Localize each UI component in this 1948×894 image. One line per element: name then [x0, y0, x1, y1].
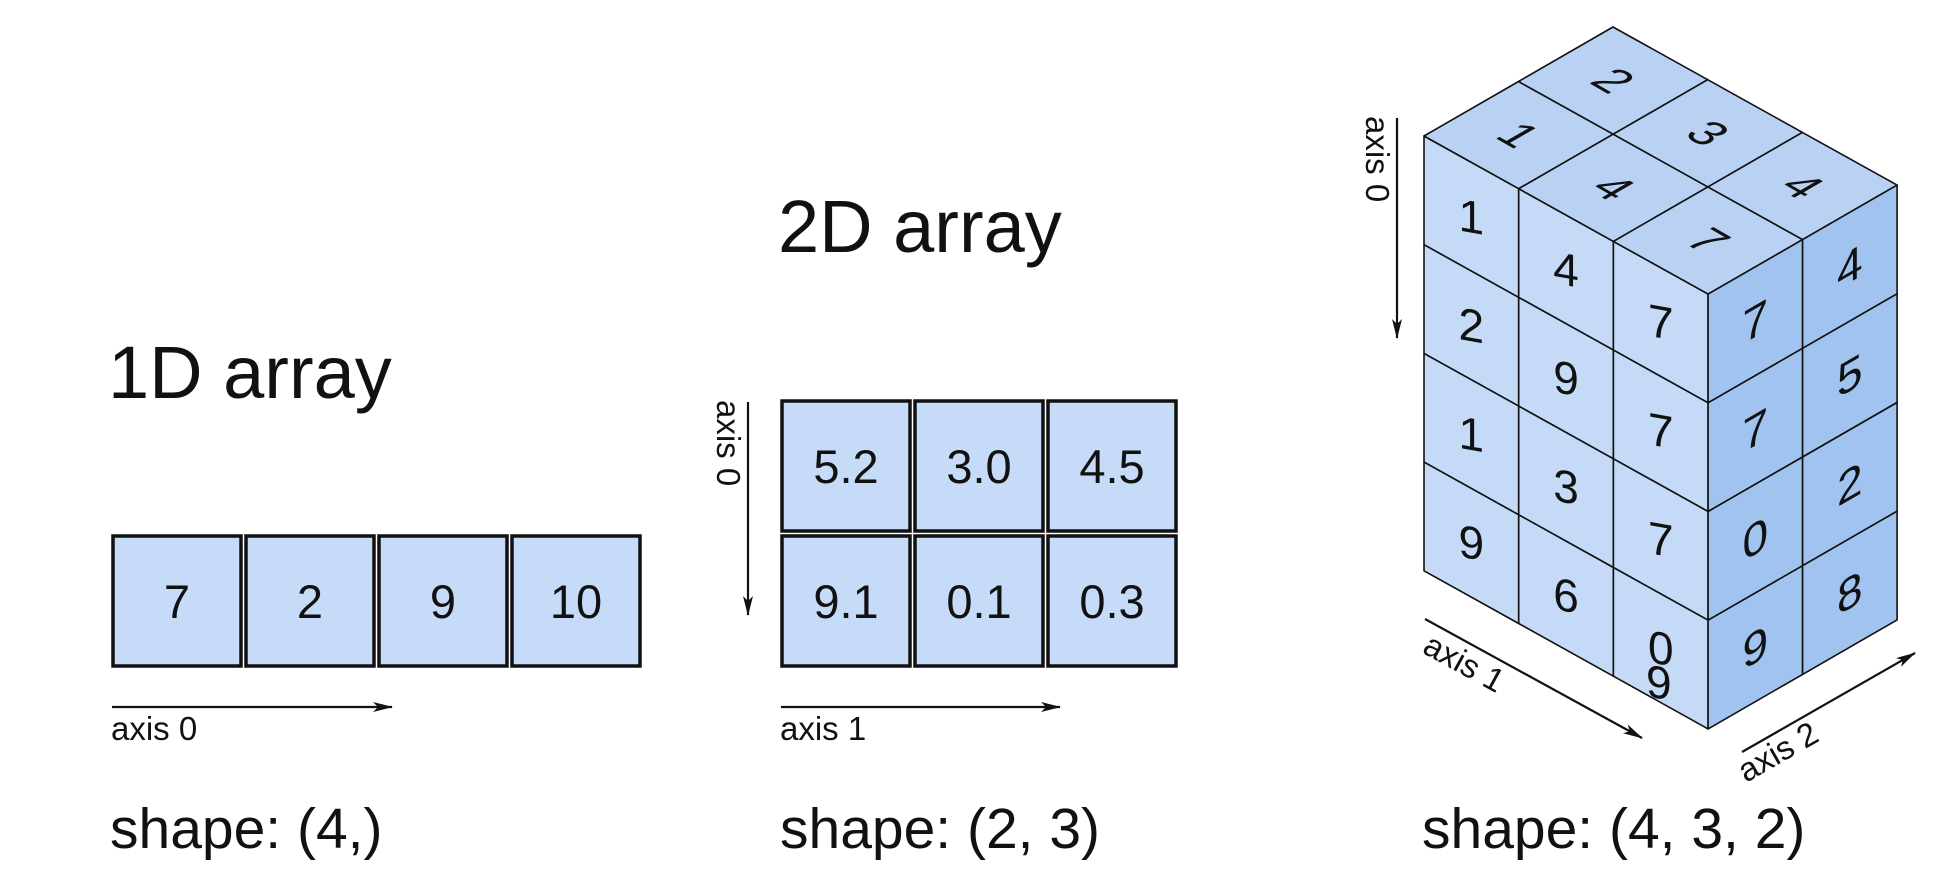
array-2d-title: 2D array: [778, 185, 1062, 268]
front-face-value: 6: [1553, 567, 1579, 623]
array-3d-axis2-label: axis 2: [1731, 714, 1824, 789]
front-face-value: 0: [1648, 620, 1674, 676]
array-1d-cell: [510, 534, 642, 668]
front-face-value: 9: [1553, 350, 1579, 406]
array-1d-cells: 7 2 9 10: [111, 534, 642, 668]
array-3d-shape-label: shape: (4, 3, 2): [1422, 797, 1805, 861]
array-2d-cell: [780, 399, 912, 533]
side-face-cell: [1801, 510, 1898, 676]
front-face-value: 2: [1459, 297, 1485, 353]
array-1d-panel: 1D array 7 2 9 10 axis 0 shape: (4,): [108, 331, 642, 861]
array-2d-cell-value: 5.2: [813, 440, 878, 493]
array-2d-cell-value: 3.0: [946, 440, 1011, 493]
front-face-value: 1: [1459, 406, 1485, 462]
array-2d-cell-value: 4.5: [1079, 440, 1144, 493]
front-face-value: 9: [1459, 515, 1485, 571]
array-1d-cell: [111, 534, 243, 668]
array-1d-title: 1D array: [108, 331, 392, 414]
array-2d-cell: [913, 399, 1045, 533]
array-2d-cell: [1046, 399, 1178, 533]
array-2d-cell: [780, 534, 912, 668]
array-1d-axis0-label: axis 0: [111, 710, 197, 747]
array-1d-cell: [377, 534, 509, 668]
array-3d-axis0-label: axis 0: [1359, 116, 1396, 202]
front-face-value: 1: [1459, 189, 1485, 245]
array-3d-axis1-label: axis 1: [1418, 626, 1511, 700]
front-face-value: 7: [1648, 403, 1674, 459]
array-2d-cell-value: 0.3: [1079, 575, 1144, 628]
front-face-value: 3: [1553, 459, 1579, 515]
front-face-value: 7: [1648, 294, 1674, 350]
array-1d-shape-label: shape: (4,): [110, 797, 382, 861]
front-face-value: 7: [1648, 511, 1674, 567]
array-2d-axis1-label: axis 1: [780, 710, 866, 747]
array-1d-cell: [244, 534, 376, 668]
array-2d-panel: 2D array axis 0 5.2 3.0 4.5 9.1 0.1 0.3 axis …: [710, 185, 1178, 861]
array-2d-cell: [913, 534, 1045, 668]
array-2d-cell-value: 9.1: [813, 575, 878, 628]
front-face-value: 9: [1646, 654, 1672, 710]
front-face-value: 4: [1553, 241, 1579, 297]
array-2d-cells: 5.2 3.0 4.5 9.1 0.1 0.3: [780, 399, 1178, 668]
array-3d-axis1-arrow: [1424, 618, 1643, 739]
array-3d-axis2-arrow: [1741, 652, 1916, 753]
array-1d-cell-value: 7: [164, 575, 190, 628]
array-1d-cell-value: 9: [430, 575, 456, 628]
array-2d-cell: [1046, 534, 1178, 668]
array-2d-axis0-label: axis 0: [710, 400, 747, 486]
array-1d-cell-value: 2: [297, 575, 323, 628]
array-2d-cell-value: 0.1: [946, 575, 1011, 628]
array-2d-shape-label: shape: (2, 3): [780, 797, 1100, 861]
array-1d-cell-value: 10: [550, 575, 602, 628]
